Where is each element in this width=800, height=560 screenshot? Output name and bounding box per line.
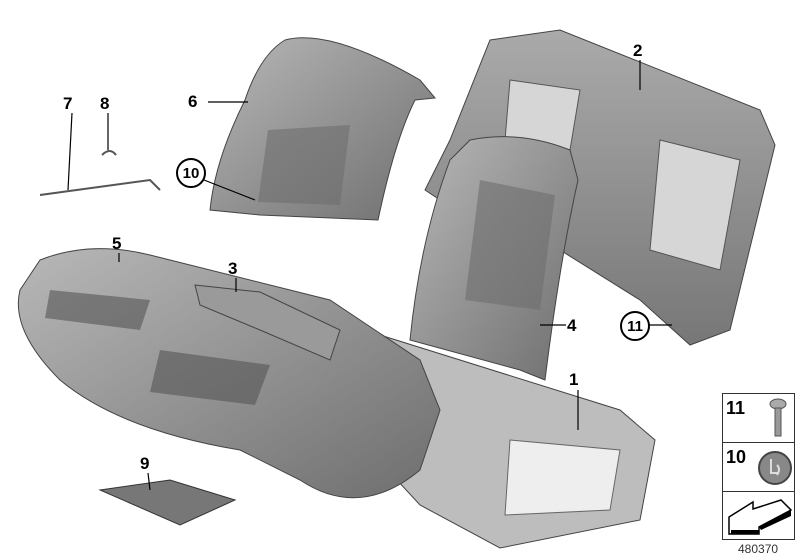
callout-7: 7 [63, 94, 73, 113]
part-6-panel [258, 125, 350, 205]
direction-arrow-icon [728, 499, 793, 535]
part-9-cover-plate [98, 479, 237, 526]
callout-9: 9 [140, 454, 150, 473]
document-id: 480370 [738, 542, 779, 556]
part-7-wire [39, 178, 161, 196]
legend-item-arrow [723, 492, 794, 540]
part-8-clip [101, 150, 117, 156]
callout-1: 1 [569, 370, 579, 389]
legend-number: 11 [726, 398, 746, 418]
part-3-seat-center [194, 284, 341, 361]
legend-item-10: 10 [723, 443, 794, 492]
screw-icon [769, 398, 787, 437]
callout-6: 6 [188, 92, 198, 111]
callout-5: 5 [112, 234, 122, 253]
part-1-mat [504, 439, 621, 516]
callout-2: 2 [633, 41, 643, 60]
legend-box: 11 10 [722, 393, 795, 540]
part-4-panel [465, 180, 555, 310]
callout-3: 3 [228, 259, 238, 278]
callout-10: 10 [176, 158, 206, 188]
part-5-insert [45, 290, 270, 405]
callout-8: 8 [100, 94, 110, 113]
legend-item-11: 11 [723, 394, 794, 443]
legend-number: 10 [726, 447, 747, 467]
leader-lines [67, 60, 672, 491]
callout-11: 11 [620, 311, 650, 341]
child-seat-anchor-cap-icon [758, 451, 792, 485]
callout-4: 4 [567, 316, 577, 335]
